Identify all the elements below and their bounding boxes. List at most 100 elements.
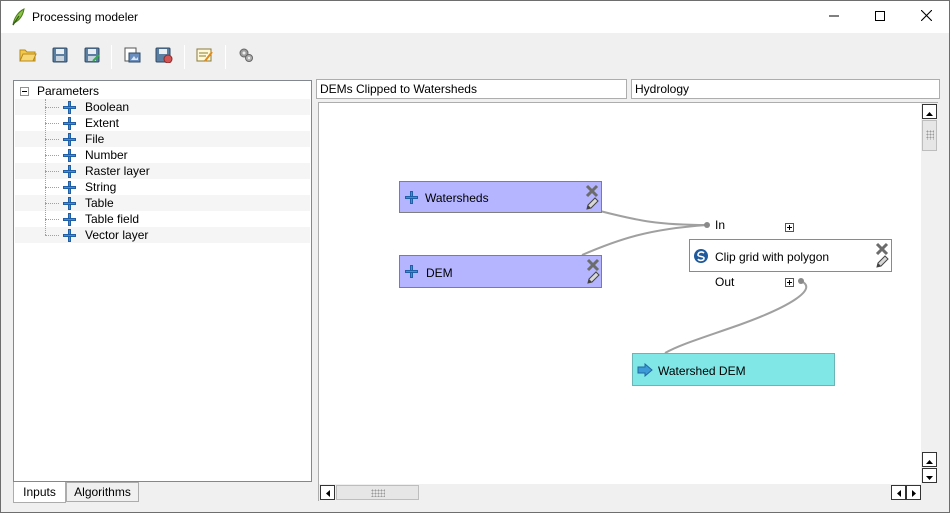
node-dem[interactable]: DEM — [399, 255, 602, 288]
parameter-item-string[interactable]: String — [45, 179, 116, 195]
model-group-field[interactable]: Hydrology — [631, 79, 940, 99]
parameter-label: Table field — [85, 212, 140, 226]
vertical-scrollbar[interactable] — [921, 102, 938, 484]
export-python-icon — [155, 47, 173, 66]
scroll-up-button[interactable] — [922, 104, 937, 119]
node-watersheds[interactable]: Watersheds — [399, 181, 602, 213]
tree-branch-line — [45, 99, 46, 235]
out-port-dot — [798, 278, 804, 284]
horizontal-scrollbar[interactable] — [318, 484, 921, 501]
add-parameter-icon — [63, 132, 76, 146]
edit-node-icon[interactable] — [585, 270, 601, 286]
scroll-right-button[interactable] — [906, 485, 921, 500]
parameter-label: Extent — [85, 116, 120, 130]
maximize-button[interactable] — [857, 1, 903, 33]
expand-outputs-icon[interactable] — [785, 278, 794, 287]
parameter-item-raster-layer[interactable]: Raster layer — [45, 163, 150, 179]
node-clip-grid-with-polygon[interactable]: Clip grid with polygon — [689, 239, 892, 272]
tree-row-bg — [15, 99, 310, 115]
collapse-icon[interactable] — [20, 86, 29, 96]
tree-row-bg — [15, 195, 310, 211]
parameter-label: String — [85, 180, 117, 194]
minimize-button[interactable] — [811, 1, 857, 33]
add-parameter-icon — [63, 212, 76, 226]
arrow-up-icon — [926, 105, 933, 119]
node-watershed-dem-output[interactable]: Watershed DEM — [632, 353, 835, 386]
scroll-thumb[interactable] — [336, 485, 419, 500]
close-icon — [920, 9, 932, 24]
add-parameter-icon — [63, 100, 76, 114]
title-bar[interactable]: Processing modeler — [1, 1, 949, 33]
tree-branch-line — [45, 170, 59, 172]
scroll-left-button-right[interactable] — [891, 485, 906, 500]
add-parameter-icon — [63, 148, 76, 162]
parameter-icon — [405, 191, 418, 204]
edit-node-icon[interactable] — [874, 254, 890, 270]
parameter-item-number[interactable]: Number — [45, 147, 128, 163]
tab-algorithms[interactable]: Algorithms — [66, 482, 139, 502]
parameter-label: Number — [85, 148, 128, 162]
open-model-button[interactable] — [17, 45, 39, 67]
toolbar — [1, 33, 949, 79]
run-model-button[interactable] — [235, 45, 257, 67]
edit-node-icon[interactable] — [584, 196, 600, 212]
model-name-field[interactable]: DEMs Clipped to Watersheds — [316, 79, 627, 99]
parameters-tree[interactable]: Parameters Boolean Extent File Number Ra… — [13, 80, 312, 482]
link-watersheds-to-in — [599, 210, 708, 226]
link-out-to-output — [664, 280, 808, 354]
saga-algorithm-icon — [693, 248, 709, 264]
add-parameter-icon — [63, 196, 76, 210]
scroll-down-button[interactable] — [922, 468, 937, 483]
export-python-button[interactable] — [153, 45, 175, 67]
remove-node-icon[interactable] — [585, 184, 599, 198]
node-label: Watershed DEM — [658, 364, 746, 378]
toolbar-separator — [225, 45, 226, 69]
grip-icon — [926, 130, 934, 140]
minimize-icon — [829, 10, 839, 24]
tree-root-label: Parameters — [37, 84, 100, 98]
tree-branch-line — [45, 138, 59, 140]
tree-row-bg — [15, 227, 310, 243]
model-canvas[interactable]: Watersheds DEM In Out — [318, 102, 921, 484]
edit-help-button[interactable] — [194, 45, 216, 67]
parameter-label: Raster layer — [85, 164, 150, 178]
expand-inputs-icon[interactable] — [785, 223, 794, 232]
tree-branch-line — [45, 106, 59, 108]
port-out-label: Out — [715, 275, 735, 289]
export-image-button[interactable] — [121, 45, 143, 67]
output-arrow-icon — [637, 362, 653, 378]
close-button[interactable] — [903, 1, 949, 33]
scroll-thumb[interactable] — [922, 120, 937, 151]
parameter-item-table[interactable]: Table — [45, 195, 114, 211]
parameter-item-extent[interactable]: Extent — [45, 115, 119, 131]
node-label: DEM — [426, 266, 453, 280]
tree-branch-line — [45, 234, 59, 236]
parameter-label: Vector layer — [85, 228, 149, 242]
parameter-item-file[interactable]: File — [45, 131, 104, 147]
add-parameter-icon — [63, 180, 76, 194]
parameter-item-table-field[interactable]: Table field — [45, 211, 139, 227]
save-model-button[interactable] — [49, 45, 71, 67]
tree-row-bg — [15, 163, 310, 179]
scroll-left-button[interactable] — [320, 485, 335, 500]
arrow-left-icon — [896, 486, 901, 500]
scrollbar-corner — [921, 484, 938, 501]
tree-branch-line — [45, 186, 59, 188]
tree-root-parameters[interactable]: Parameters — [20, 83, 99, 99]
window-title: Processing modeler — [32, 10, 139, 24]
save-model-icon — [52, 47, 68, 66]
tab-inputs[interactable]: Inputs — [13, 482, 66, 503]
remove-node-icon[interactable] — [586, 258, 600, 272]
scroll-up-button-lower[interactable] — [922, 452, 937, 467]
parameter-item-vector-layer[interactable]: Vector layer — [45, 227, 148, 243]
parameter-item-boolean[interactable]: Boolean — [45, 99, 129, 115]
tree-row-bg — [15, 131, 310, 147]
save-as-icon — [84, 47, 100, 66]
save-as-button[interactable] — [81, 45, 103, 67]
remove-node-icon[interactable] — [875, 242, 889, 256]
tree-branch-line — [45, 218, 59, 220]
parameter-label: Boolean — [85, 100, 130, 114]
node-label: Clip grid with polygon — [715, 250, 830, 264]
add-parameter-icon — [63, 228, 76, 242]
